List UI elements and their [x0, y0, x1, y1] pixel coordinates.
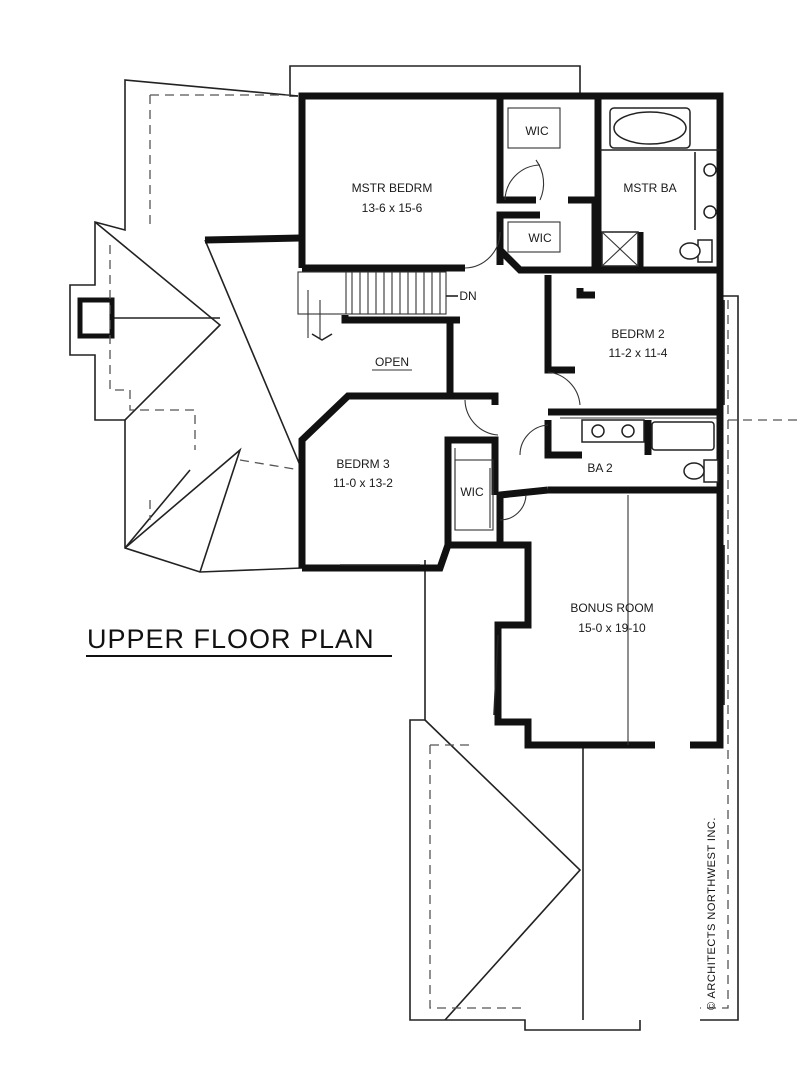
- bedroom-3-size: 11-0 x 13-2: [333, 476, 393, 490]
- master-bath-name: MSTR BA: [623, 181, 676, 195]
- fixtures: [340, 107, 725, 745]
- bedroom-2-name: BEDRM 2: [611, 327, 665, 341]
- master-bedroom-name: MSTR BEDRM: [352, 181, 433, 195]
- wic-bedroom-3-name: WIC: [460, 485, 484, 499]
- plan-title: UPPER FLOOR PLAN: [87, 624, 375, 654]
- walls: [204, 92, 724, 749]
- roof-outline: [69, 65, 800, 1031]
- wic-lower-name: WIC: [528, 231, 552, 245]
- stair: [297, 271, 458, 341]
- stair-down-label: DN: [459, 289, 476, 303]
- bonus-room-size: 15-0 x 19-10: [578, 621, 646, 635]
- bedroom-2-size: 11-2 x 11-4: [609, 346, 668, 360]
- master-bedroom-size: 13-6 x 15-6: [362, 201, 423, 215]
- architect-credit: © ARCHITECTS NORTHWEST INC.: [706, 817, 718, 1010]
- open-area-label: OPEN: [375, 355, 409, 369]
- bath-2-name: BA 2: [587, 461, 613, 475]
- bonus-room-name: BONUS ROOM: [570, 601, 653, 615]
- bedroom-3-name: BEDRM 3: [336, 457, 390, 471]
- wic-upper-name: WIC: [525, 124, 549, 138]
